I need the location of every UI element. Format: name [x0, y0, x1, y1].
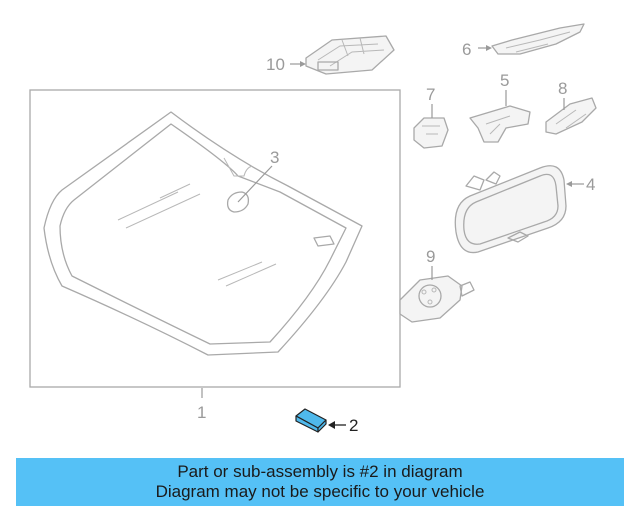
glare-line-2	[125, 193, 201, 229]
part-4-mirror	[454, 165, 567, 254]
info-banner: Part or sub-assembly is #2 in diagram Di…	[16, 458, 624, 506]
windshield-notch	[223, 157, 253, 177]
glare-line-4	[225, 263, 277, 287]
callout-8: 8	[558, 79, 567, 98]
glare-line-5	[159, 183, 191, 199]
part-8-clip	[545, 97, 597, 135]
callout-2: 2	[349, 416, 358, 435]
windshield-frame	[29, 89, 401, 388]
glare-line-3	[217, 261, 263, 281]
part-7-cover	[413, 117, 449, 149]
banner-line-disclaimer: Diagram may not be specific to your vehi…	[155, 482, 485, 501]
glare-line-1	[117, 191, 179, 221]
parts-diagram: 1 3 2 10 6 7 5 8	[29, 23, 597, 435]
callout-10: 10	[266, 55, 285, 74]
callout-6: 6	[462, 40, 471, 59]
banner-line-part-number: Part or sub-assembly is #2 in diagram	[177, 462, 463, 481]
part-6-cover	[491, 23, 585, 55]
part-9-sensor	[399, 275, 475, 323]
highlighted-part-2	[295, 408, 327, 433]
windshield-sticker	[313, 235, 335, 247]
part-5-bracket	[469, 105, 531, 143]
windshield-mirror-mount	[226, 191, 250, 213]
leader-arrow-4	[566, 181, 572, 187]
callout-1: 1	[197, 403, 206, 422]
leader-arrow-2	[328, 421, 335, 429]
part-10-bracket	[305, 35, 395, 75]
leader-arrow-10	[300, 61, 306, 67]
callout-4: 4	[586, 175, 595, 194]
leader-line-3	[237, 165, 273, 203]
windshield-glass-outer	[43, 111, 363, 356]
callout-9: 9	[426, 247, 435, 266]
callout-3: 3	[270, 148, 279, 167]
callout-5: 5	[500, 71, 509, 90]
callout-7: 7	[426, 85, 435, 104]
windshield-group	[29, 89, 401, 388]
leader-arrow-6	[486, 45, 492, 51]
part-2-end	[317, 419, 327, 433]
windshield-glass-inner	[59, 123, 347, 345]
